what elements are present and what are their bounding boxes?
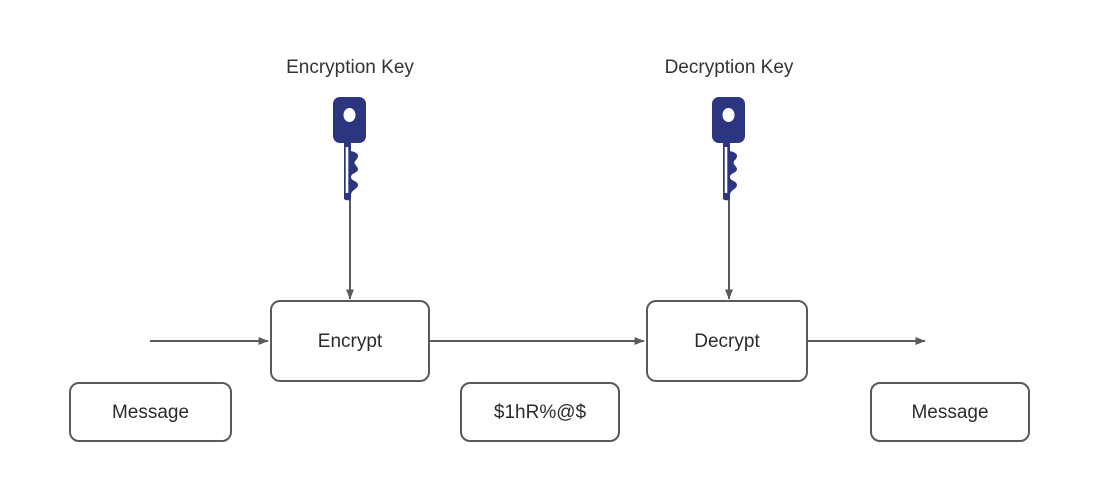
decrypt-node[interactable]: Decrypt (646, 300, 808, 382)
ciphertext-node[interactable]: $1hR%@$ (460, 382, 620, 442)
encrypt-node[interactable]: Encrypt (270, 300, 430, 382)
message-output-node[interactable]: Message (870, 382, 1030, 442)
message-input-node[interactable]: Message (69, 382, 232, 442)
decryption-key-icon (712, 97, 745, 201)
key-hole (722, 108, 735, 122)
decryption-key-label: Decryption Key (664, 57, 794, 78)
key-hole (343, 108, 356, 122)
encryption-key-label: Encryption Key (286, 57, 414, 78)
encryption-key-icon (333, 97, 366, 201)
